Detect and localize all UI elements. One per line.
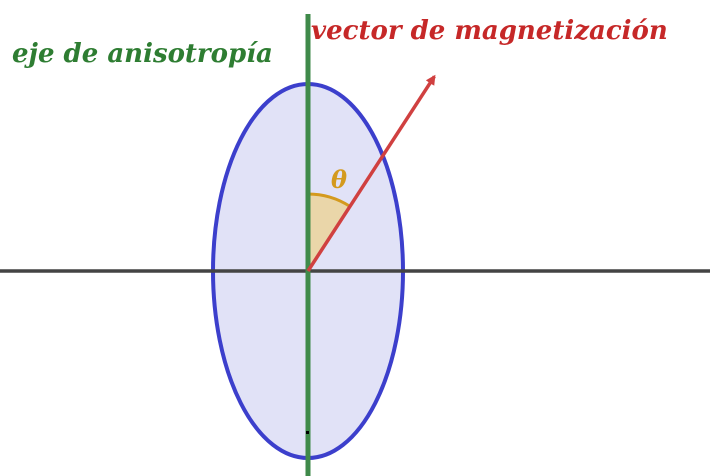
theta-angle-label: θ	[331, 165, 347, 194]
axis-tick-mark	[306, 431, 309, 434]
theta-angle-arc	[307, 192, 351, 208]
magnetization-vector-label: vector de magnetización	[311, 16, 668, 46]
anisotropy-axis-label: eje de anisotropía	[12, 39, 273, 69]
magnetization-vector-arrow	[306, 74, 436, 272]
